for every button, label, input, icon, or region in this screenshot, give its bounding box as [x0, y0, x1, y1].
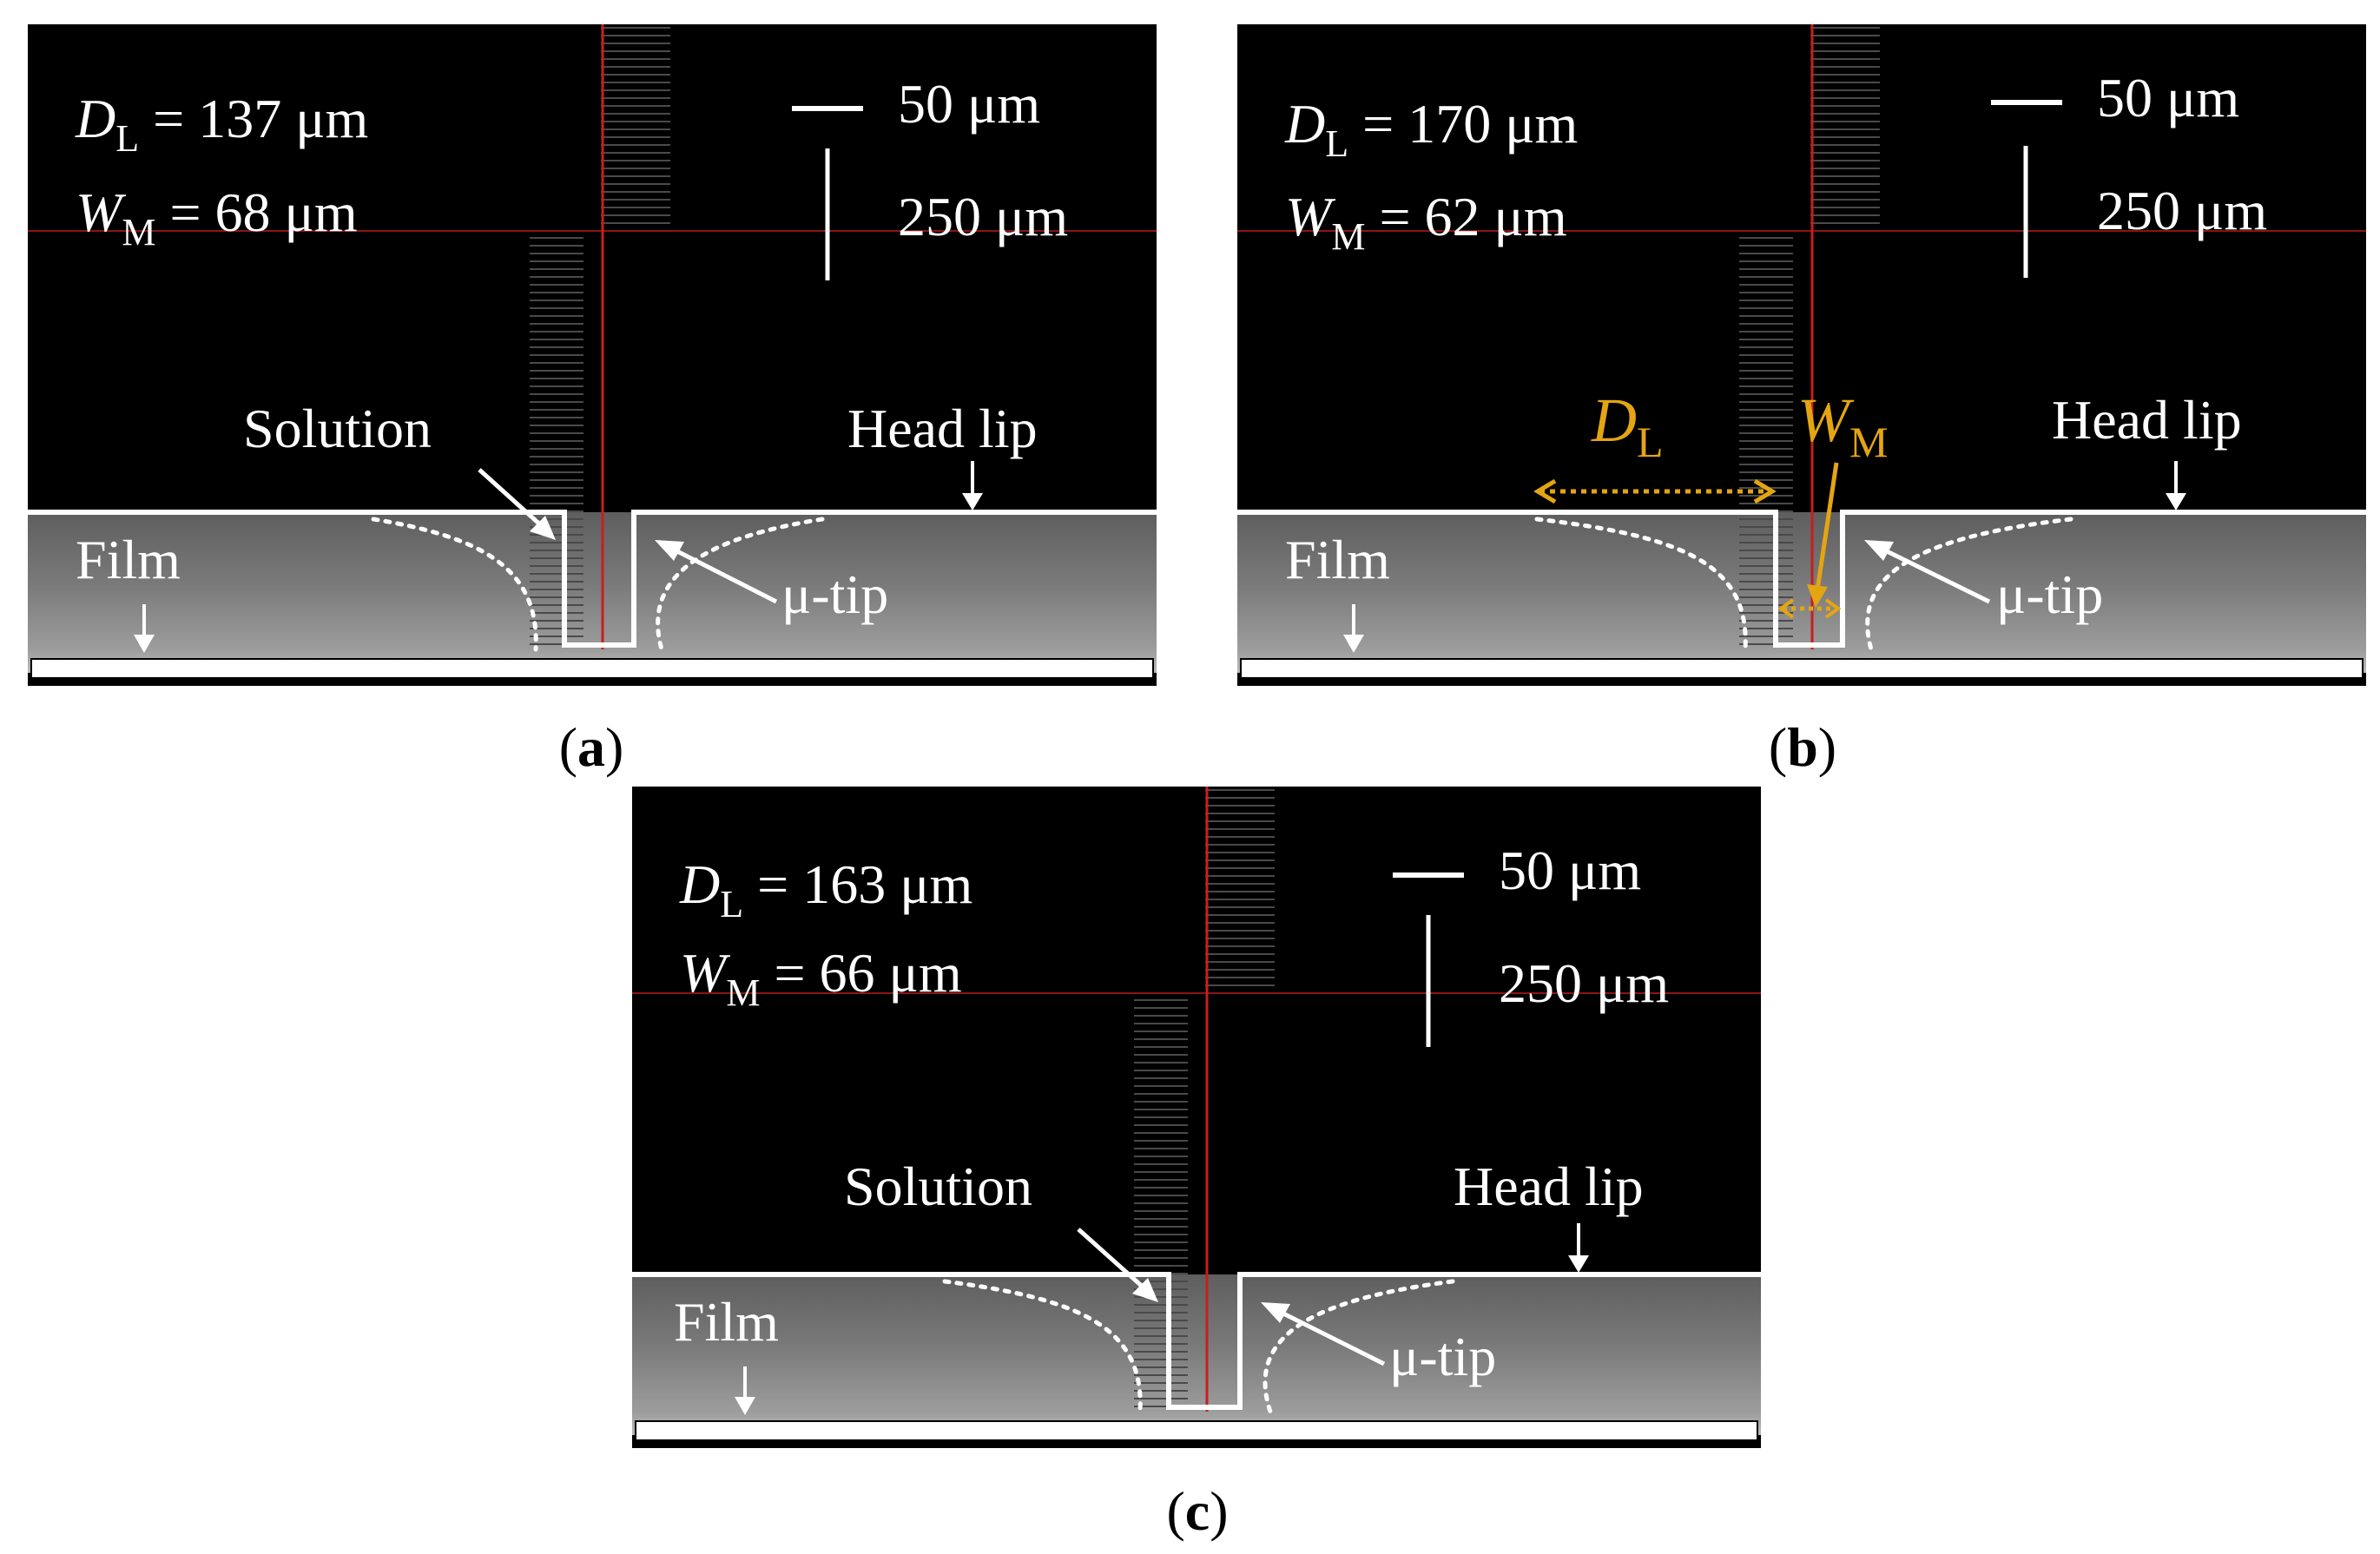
head-lip-outline	[28, 510, 1157, 648]
film-arrowhead	[134, 635, 155, 653]
solution-arrow	[478, 468, 544, 528]
head-lip-arrowhead	[1568, 1255, 1589, 1273]
head-lip-label: Head lip	[2052, 389, 2242, 451]
substrate	[30, 658, 1154, 679]
head-lip-arrowhead	[962, 493, 983, 510]
meniscus-left	[1534, 517, 1748, 652]
ruler-lower	[530, 237, 583, 645]
wm-dimension-label: WM	[1797, 385, 1888, 466]
solution-arrowhead	[1132, 1278, 1158, 1302]
mu-tip-arrowhead	[655, 540, 684, 561]
head-lip-label: Head lip	[847, 398, 1038, 459]
scale-label-horizontal: 50 μm	[2097, 67, 2239, 128]
wm-leader-arrowhead	[1807, 584, 1828, 608]
mu-tip-label: μ-tip	[1996, 563, 2103, 625]
dl-measurement: DL = 137 μm	[75, 88, 368, 160]
scale-label-horizontal: 50 μm	[898, 73, 1040, 135]
solution-arrow	[1077, 1228, 1146, 1290]
wm-measurement: WM = 62 μm	[1285, 186, 1567, 258]
mu-tip-arrow	[1880, 546, 1991, 604]
mu-tip-arrowhead	[1864, 540, 1894, 561]
ruler-lower	[1739, 237, 1793, 645]
scale-label-vertical: 250 μm	[2097, 180, 2267, 241]
micrograph-b: 50 μm 250 μm DL = 170 μm WM = 62 μm Head…	[1237, 24, 2366, 686]
film-region	[632, 1274, 1761, 1435]
substrate	[635, 1420, 1758, 1441]
meniscus-left	[942, 1279, 1143, 1414]
film-label: Film	[674, 1291, 779, 1353]
head-lip-outline	[632, 1272, 1761, 1410]
dl-measurement: DL = 170 μm	[1284, 93, 1578, 165]
wm-leader-line	[1815, 462, 1839, 591]
solution-label: Solution	[844, 1156, 1032, 1217]
micrograph-c: 50 μm 250 μm DL = 163 μm WM = 66 μm Head…	[632, 787, 1761, 1448]
film-arrowhead	[735, 1397, 755, 1415]
ruler-upper	[1205, 789, 1275, 986]
head-lip-arrowhead	[2166, 493, 2186, 510]
micrograph-a: 50 μm 250 μm DL = 137 μm WM = 68 μm Head…	[28, 24, 1157, 686]
head-lip-outline	[1237, 510, 2366, 648]
meniscus-left	[371, 517, 538, 652]
ruler-upper	[1810, 27, 1880, 224]
scale-label-horizontal: 50 μm	[1499, 840, 1641, 901]
dl-measurement: DL = 163 μm	[679, 853, 972, 925]
dl-arrowhead-left	[1533, 478, 1557, 504]
panel-a: 50 μm 250 μm DL = 137 μm WM = 68 μm Head…	[28, 24, 1157, 686]
dl-arrowhead-right	[1753, 478, 1777, 504]
mu-tip-label: μ-tip	[1389, 1326, 1496, 1387]
wm-arrowhead-left	[1777, 598, 1795, 619]
wm-measurement: WM = 66 μm	[680, 942, 962, 1014]
ruler-upper	[601, 27, 670, 224]
substrate	[1240, 658, 2364, 679]
wm-measurement: WM = 68 μm	[76, 181, 358, 254]
solution-label: Solution	[243, 398, 432, 459]
head-lip-label: Head lip	[1454, 1156, 1644, 1217]
wm-arrowhead-right	[1824, 598, 1842, 619]
mu-tip-arrowhead	[1261, 1302, 1290, 1323]
caption-c: (c)	[1166, 1480, 1229, 1542]
film-label: Film	[1285, 529, 1390, 590]
caption-a: (a)	[558, 716, 624, 778]
caption-b: (b)	[1768, 716, 1837, 778]
film-label: Film	[76, 529, 181, 590]
film-region	[28, 512, 1157, 673]
scale-label-vertical: 250 μm	[1499, 952, 1669, 1014]
ruler-lower	[1134, 999, 1188, 1407]
panel-b: 50 μm 250 μm DL = 170 μm WM = 62 μm Head…	[1237, 24, 2366, 686]
solution-arrowhead	[530, 516, 556, 540]
scale-label-vertical: 250 μm	[898, 186, 1068, 247]
film-arrowhead	[1343, 635, 1364, 653]
film-region	[1237, 512, 2366, 673]
mu-tip-label: μ-tip	[781, 563, 888, 625]
mu-tip-arrow	[1276, 1308, 1386, 1366]
dl-dimension-label: DL	[1591, 385, 1664, 466]
panel-c: 50 μm 250 μm DL = 163 μm WM = 66 μm Head…	[632, 787, 1761, 1448]
mu-tip-arrow	[670, 546, 778, 604]
